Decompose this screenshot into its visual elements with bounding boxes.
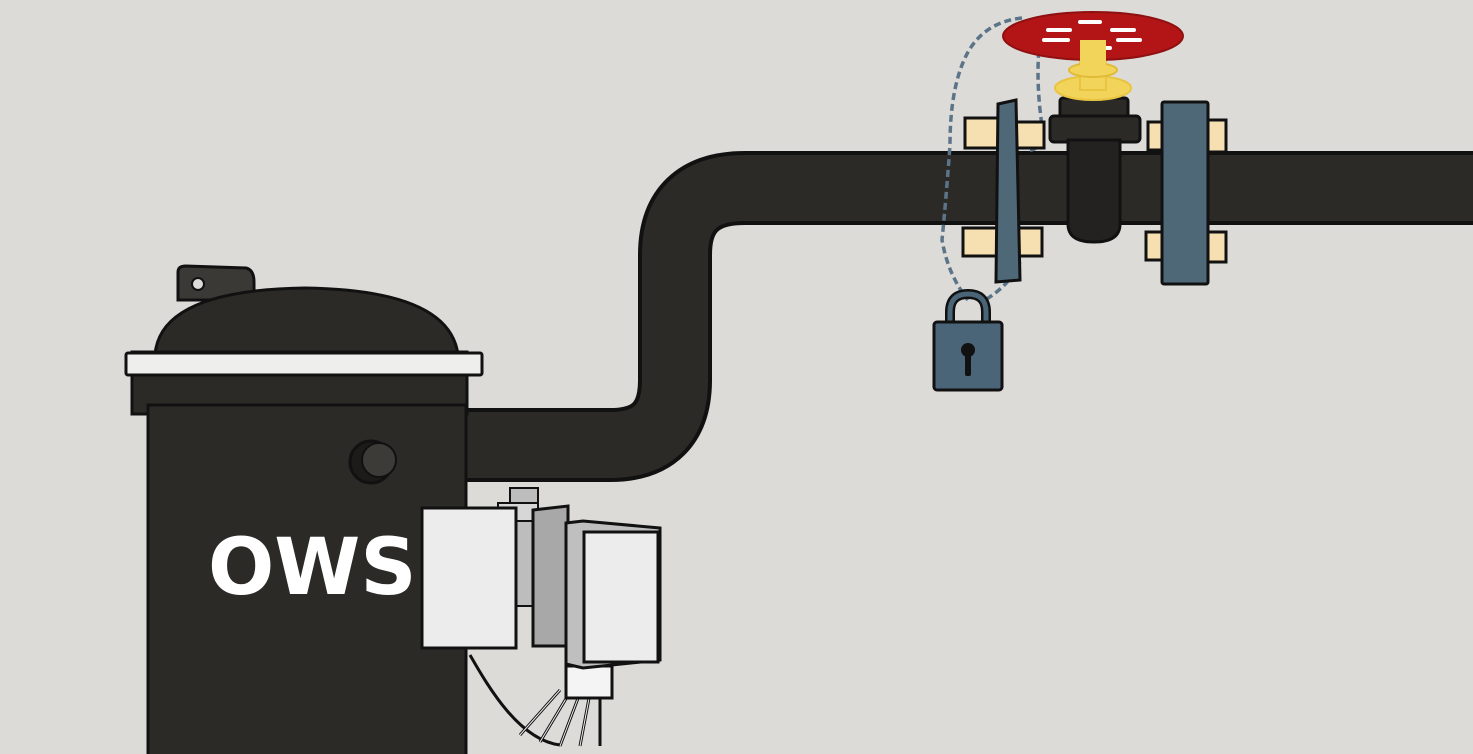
monitoring-unit — [420, 487, 662, 747]
left-flange — [961, 98, 1046, 284]
gate-valve — [1048, 96, 1142, 244]
ows-tank: OWS — [124, 264, 484, 754]
discharge-pipe — [440, 151, 1473, 482]
right-flange — [1144, 100, 1228, 286]
tank-label: OWS — [208, 523, 417, 613]
handwheel-icon — [1002, 11, 1184, 101]
lock-icon — [932, 288, 1004, 392]
